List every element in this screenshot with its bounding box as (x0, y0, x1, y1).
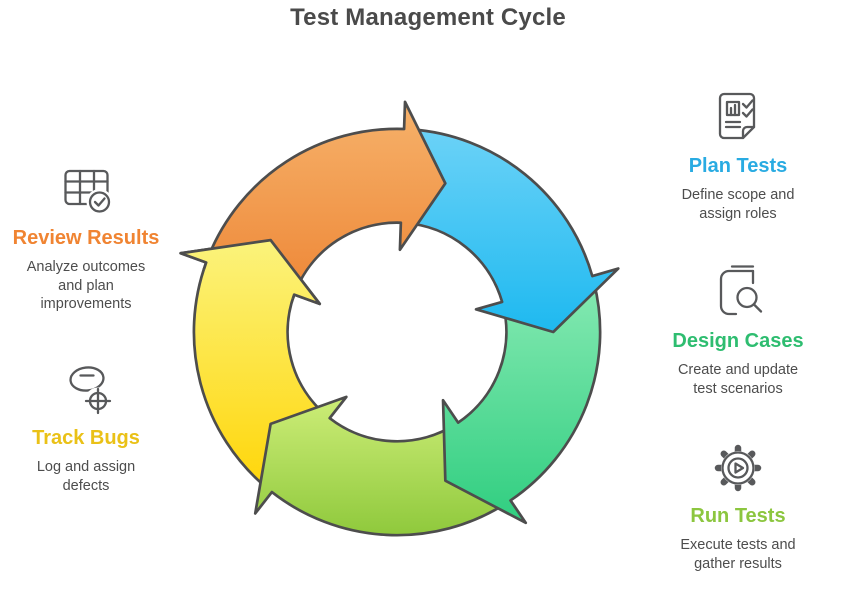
gear-play-icon (706, 436, 770, 500)
cycle-arrow-run-tests (253, 395, 506, 537)
cycle-arrow-design-cases (441, 281, 602, 525)
step-description: Analyze outcomes and plan improvements (26, 259, 146, 313)
bug-crosshair-icon (54, 358, 118, 422)
book-magnifier-icon (706, 261, 770, 325)
table-check-icon (54, 158, 118, 222)
step-plan-tests: Plan Tests Define scope and assign roles (643, 86, 833, 223)
step-run-tests: Run Tests Execute tests and gather resul… (643, 436, 833, 573)
step-title: Run Tests (690, 505, 786, 527)
step-title: Review Results (12, 227, 160, 249)
step-description: Create and update test scenarios (677, 362, 799, 397)
step-review-results: Review Results Analyze outcomes and plan… (0, 158, 172, 314)
step-description: Execute tests and gather results (680, 537, 796, 572)
step-track-bugs: Track Bugs Log and assign defects (0, 358, 172, 495)
step-title: Design Cases (672, 330, 804, 352)
step-title: Track Bugs (32, 427, 140, 449)
document-checklist-icon (706, 86, 770, 150)
page-title: Test Management Cycle (290, 4, 566, 31)
cycle-diagram (179, 100, 620, 537)
cycle-arrow-plan-tests (403, 128, 620, 334)
step-description: Log and assign defects (36, 459, 136, 494)
step-description: Define scope and assign roles (681, 187, 795, 222)
step-design-cases: Design Cases Create and update test scen… (643, 261, 833, 398)
step-title: Plan Tests (688, 155, 788, 177)
